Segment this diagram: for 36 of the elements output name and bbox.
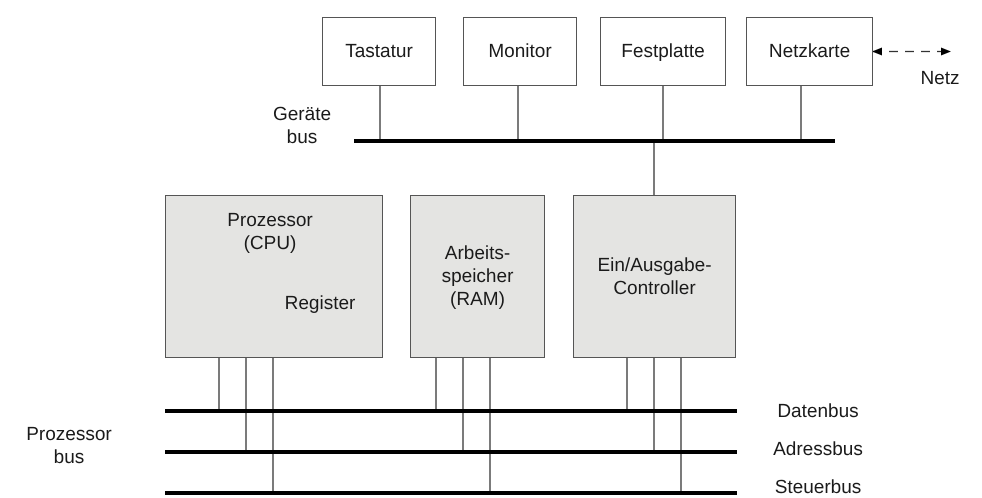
processor-box xyxy=(165,195,383,358)
bus-group-label: Prozessor bus xyxy=(25,423,113,469)
connector-line xyxy=(245,358,247,450)
box-label: Ein/Ausgabe- Controller xyxy=(596,254,713,300)
connector-line xyxy=(653,358,655,450)
device-box xyxy=(322,17,436,86)
device-box xyxy=(746,17,873,86)
connector-line xyxy=(517,86,519,139)
box-subtitle: Register xyxy=(284,292,356,315)
controller-box xyxy=(573,195,736,358)
connector-line xyxy=(626,358,628,409)
connector-line xyxy=(435,358,437,409)
box-label: Arbeits- speicher (RAM) xyxy=(440,242,514,311)
connector-line xyxy=(489,358,491,491)
box-label: Festplatte xyxy=(621,40,705,63)
box-label: Tastatur xyxy=(345,40,413,63)
arrow xyxy=(872,48,951,56)
box-label: Netzkarte xyxy=(768,40,850,63)
connector-line xyxy=(662,86,664,139)
bus-label: Geräte bus xyxy=(272,103,332,149)
connector-line xyxy=(272,358,274,491)
box-title: Prozessor (CPU) xyxy=(226,209,314,255)
connector-line xyxy=(680,358,682,491)
bus-label: Adressbus xyxy=(772,438,864,461)
device-box xyxy=(600,17,726,86)
memory-box xyxy=(410,195,545,358)
device-box xyxy=(463,17,577,86)
network-label: Netz xyxy=(920,66,960,90)
connector-line xyxy=(462,358,464,450)
connector-line xyxy=(218,358,220,409)
connector-line xyxy=(379,86,381,139)
bus-label: Steuerbus xyxy=(774,476,862,498)
box-label: Monitor xyxy=(488,40,552,63)
bus-label: Datenbus xyxy=(776,400,860,423)
connector-line xyxy=(800,86,802,139)
connector-line xyxy=(653,143,655,195)
